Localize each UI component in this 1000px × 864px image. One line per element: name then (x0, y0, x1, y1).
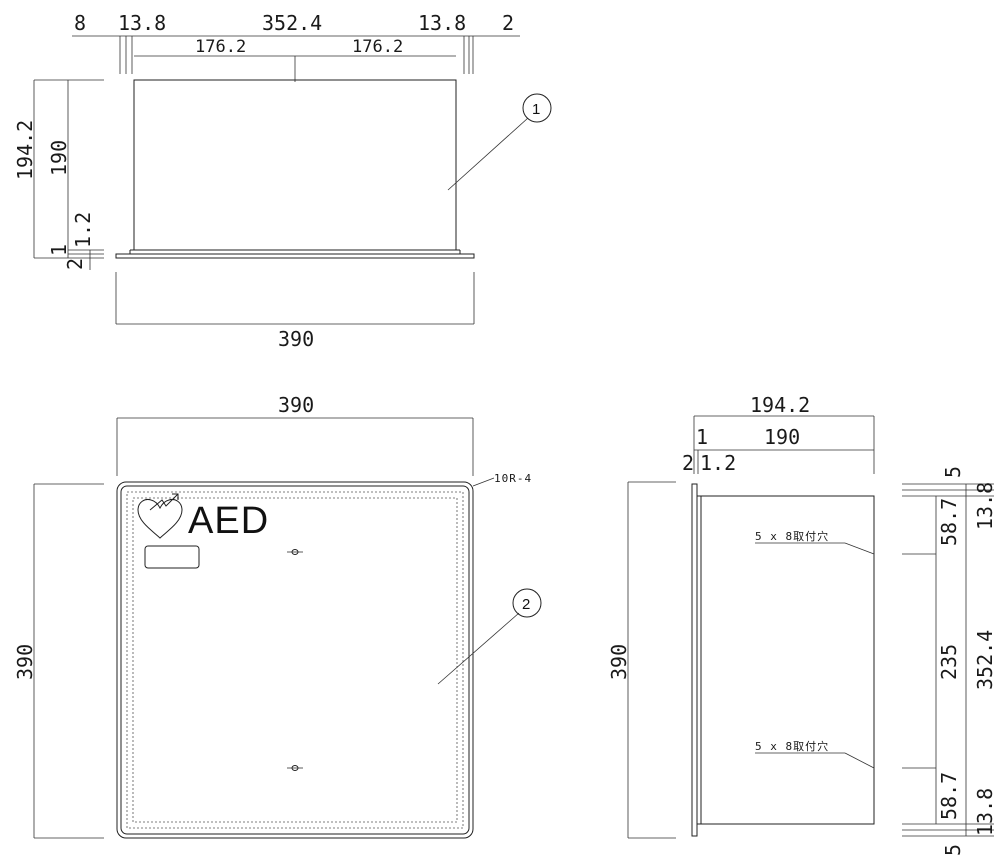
side-dim-2: 2 (682, 451, 694, 475)
side-dim-13-8-bottom: 13.8 (973, 788, 997, 836)
side-dim-1-2: 1.2 (700, 451, 736, 475)
side-dim-13-8-top: 13.8 (973, 482, 997, 530)
side-dim-5-bottom: 5 (941, 844, 965, 856)
dim-top-2: 2 (502, 11, 514, 35)
dim-left-1-2: 1.2 (71, 212, 95, 248)
dim-bottom-390: 390 (278, 327, 314, 351)
screw-hole-top (287, 549, 303, 555)
dim-sub-176-2-right: 176.2 (352, 37, 403, 57)
side-dim-5-top: 5 (941, 466, 965, 478)
dim-left-190: 190 (47, 140, 71, 176)
corner-radius-note: 10R-4 (494, 472, 532, 485)
dim-top-352-4: 352.4 (262, 11, 322, 35)
side-dim-190: 190 (764, 425, 800, 449)
side-flange (691, 483, 698, 837)
label-window (144, 545, 200, 569)
dim-top-13-8-right: 13.8 (418, 11, 466, 35)
balloon-2 (512, 588, 542, 618)
top-view: 8 13.8 352.4 13.8 2 176.2 176.2 194.2 19… (13, 11, 552, 351)
heart-lightning-icon (137, 493, 183, 539)
dim-left-1: 1 (47, 244, 71, 256)
balloon-1-label: 1 (532, 101, 540, 118)
dim-top-8: 8 (74, 11, 86, 35)
side-body (700, 495, 875, 825)
screw-hole-bottom (287, 765, 303, 771)
balloon-2-label: 2 (522, 596, 530, 613)
side-dim-352-4: 352.4 (973, 630, 997, 690)
hole-note-lower: 5 x 8取付穴 (755, 739, 829, 753)
side-dim-58-7-top: 58.7 (937, 498, 961, 546)
side-dim-194-2: 194.2 (750, 393, 810, 417)
front-panel-outer (116, 481, 474, 839)
side-dim-58-7-bottom: 58.7 (937, 772, 961, 820)
side-dim-235: 235 (937, 644, 961, 680)
hole-note-upper: 5 x 8取付穴 (755, 529, 829, 543)
balloon-1 (522, 93, 552, 123)
top-view-body (133, 79, 457, 251)
dim-left-194-2: 194.2 (13, 120, 37, 180)
side-dim-1: 1 (696, 425, 708, 449)
side-dim-left-390: 390 (607, 644, 631, 680)
side-view: 194.2 1 190 2 1.2 390 5 x 8取付穴 5 x 8取付穴 (607, 393, 997, 856)
dim-left-2: 2 (63, 258, 87, 270)
dim-top-13-8-left: 13.8 (118, 11, 166, 35)
front-dim-left-390: 390 (13, 644, 37, 680)
front-view: 390 390 10R-4 AED (13, 393, 542, 839)
aed-logo-text: AED (188, 500, 269, 542)
dim-sub-176-2-left: 176.2 (195, 37, 246, 57)
front-dim-top-390: 390 (278, 393, 314, 417)
